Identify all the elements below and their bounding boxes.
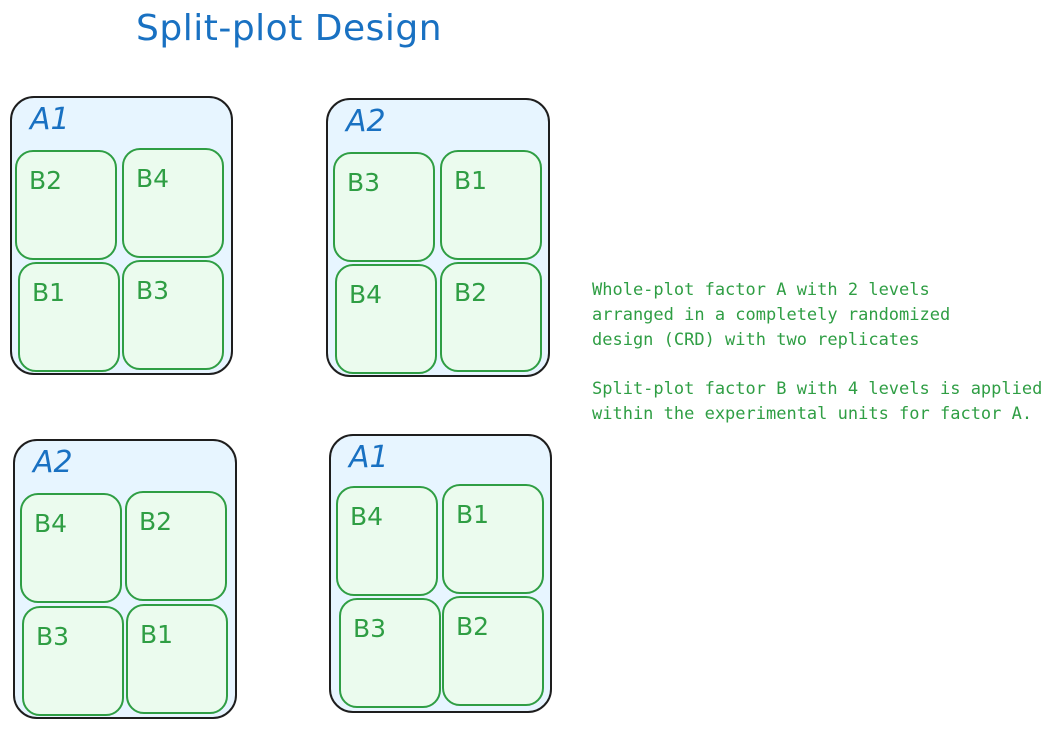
subplot-label: B3 xyxy=(353,614,387,643)
subplot-label: B4 xyxy=(349,280,383,309)
whole-plot-note: Whole-plot factor A with 2 levels arrang… xyxy=(592,278,950,353)
note-line: Split-plot factor B with 4 levels is app… xyxy=(592,379,1042,399)
subplot-label: B2 xyxy=(139,507,173,536)
subplot: B1 xyxy=(440,150,542,260)
subplot-label: B1 xyxy=(32,278,66,307)
subplot-label: B1 xyxy=(456,500,490,529)
subplot: B3 xyxy=(339,598,441,708)
subplot: B2 xyxy=(125,491,227,601)
subplot: B4 xyxy=(122,148,224,258)
split-plot-note: Split-plot factor B with 4 levels is app… xyxy=(592,377,1042,427)
subplot-label: B4 xyxy=(350,502,384,531)
subplot: B4 xyxy=(335,264,437,374)
subplot-label: B2 xyxy=(29,166,63,195)
subplot: B2 xyxy=(15,150,117,260)
whole-plot-2: A2 B3 B1 B4 B2 xyxy=(326,98,550,377)
whole-plot-4: A1 B4 B1 B3 B2 xyxy=(329,434,552,713)
note-line: Whole-plot factor A with 2 levels xyxy=(592,280,930,300)
subplot: B4 xyxy=(336,486,438,596)
subplot-label: B3 xyxy=(136,276,170,305)
subplot: B3 xyxy=(122,260,224,370)
subplot-label: B2 xyxy=(456,612,490,641)
whole-plot-label: A1 xyxy=(30,102,70,137)
subplot-label: B4 xyxy=(136,164,170,193)
subplot: B3 xyxy=(22,606,124,716)
subplot-label: B4 xyxy=(34,509,68,538)
whole-plot-label: A2 xyxy=(33,445,73,480)
whole-plot-1: A1 B2 B4 B1 B3 xyxy=(10,96,233,375)
subplot: B2 xyxy=(442,596,544,706)
subplot: B1 xyxy=(442,484,544,594)
whole-plot-3: A2 B4 B2 B3 B1 xyxy=(13,439,237,719)
note-line: design (CRD) with two replicates xyxy=(592,330,920,350)
note-line: arranged in a completely randomized xyxy=(592,305,951,325)
note-line: within the experimental units for factor… xyxy=(592,404,1033,424)
subplot-label: B2 xyxy=(454,278,488,307)
subplot: B3 xyxy=(333,152,435,262)
subplot: B2 xyxy=(440,262,542,372)
subplot-label: B1 xyxy=(140,620,174,649)
subplot: B4 xyxy=(20,493,122,603)
subplot-label: B3 xyxy=(36,622,70,651)
diagram-title: Split-plot Design xyxy=(136,8,443,49)
subplot-label: B3 xyxy=(347,168,381,197)
whole-plot-label: A1 xyxy=(349,440,389,475)
whole-plot-label: A2 xyxy=(346,104,386,139)
subplot-label: B1 xyxy=(454,166,488,195)
subplot: B1 xyxy=(126,604,228,714)
subplot: B1 xyxy=(18,262,120,372)
